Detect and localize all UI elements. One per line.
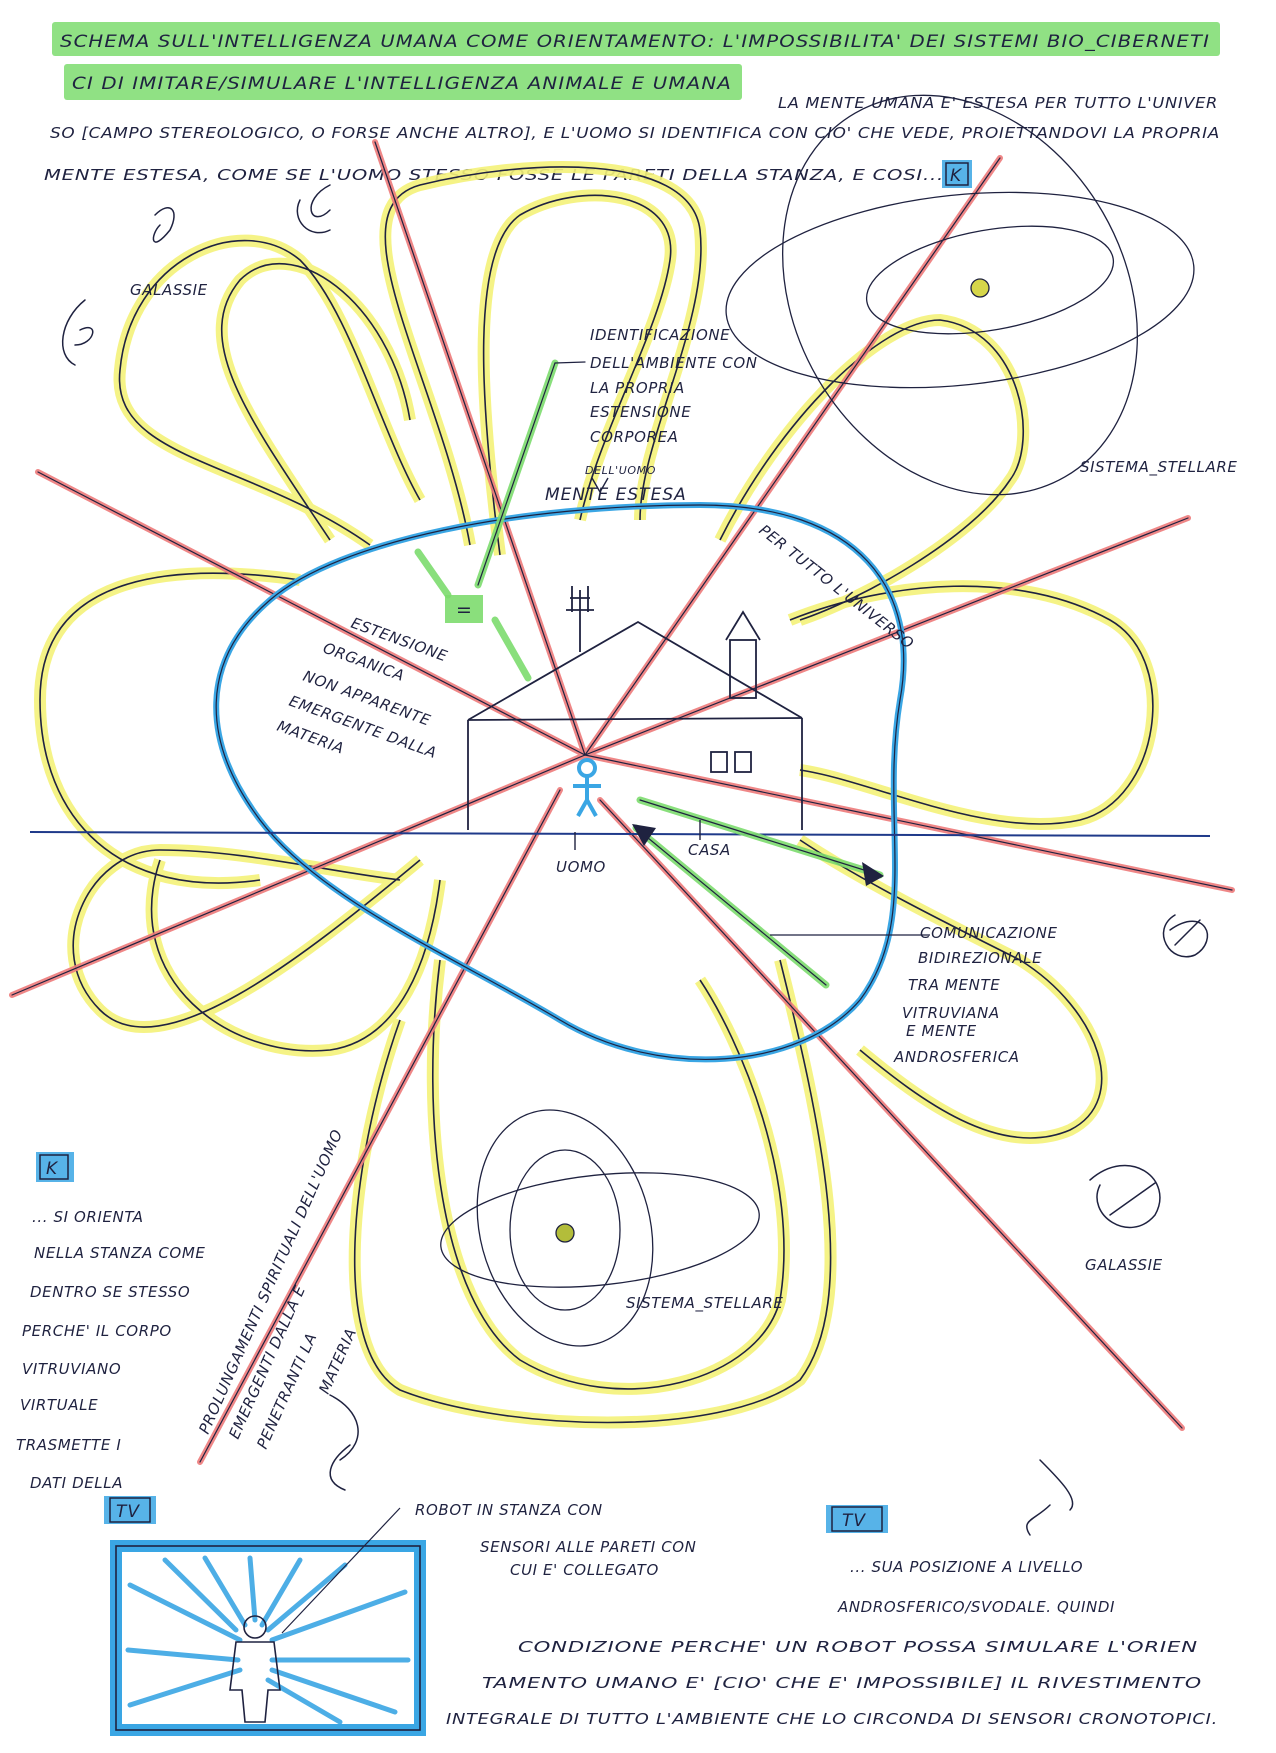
identification-label: IDENTIFICAZIONE DELL'AMBIENTE CON LA PRO…	[590, 326, 758, 446]
man-figure-icon	[573, 758, 601, 817]
robot-figure-icon	[229, 1615, 281, 1723]
svg-text:TRASMETTE I: TRASMETTE I	[16, 1436, 121, 1454]
svg-text:IDENTIFICAZIONE: IDENTIFICAZIONE	[590, 326, 730, 344]
title-line-1: SCHEMA SULL'INTELLIGENZA UMANA COME ORIE…	[60, 32, 1210, 52]
title-highlight-2	[64, 64, 742, 100]
svg-text:... SUA POSIZIONE A LIVELLO: ... SUA POSIZIONE A LIVELLO	[850, 1558, 1083, 1576]
svg-text:SENSORI ALLE PARETI CON: SENSORI ALLE PARETI CON	[480, 1538, 697, 1556]
marker-k-left-frame	[39, 1154, 69, 1180]
arrowhead-right	[862, 862, 884, 886]
svg-text:CUI E' COLLEGATO: CUI E' COLLEGATO	[510, 1561, 659, 1579]
svg-text:DELL'AMBIENTE CON: DELL'AMBIENTE CON	[590, 354, 758, 372]
mind-caret-2	[599, 477, 609, 493]
svg-text:CORPOREA: CORPOREA	[590, 428, 679, 446]
marker-k-top: K	[950, 166, 963, 186]
svg-text:PERCHE' IL CORPO: PERCHE' IL CORPO	[22, 1322, 172, 1340]
mind-caret	[591, 477, 601, 493]
svg-text:ESTENSIONE: ESTENSIONE	[590, 403, 691, 421]
svg-text:E MENTE: E MENTE	[906, 1022, 977, 1040]
svg-text:VIRTUALE: VIRTUALE	[20, 1396, 98, 1414]
svg-text:DENTRO SE STESSO: DENTRO SE STESSO	[30, 1283, 190, 1301]
uomo-label: UOMO	[556, 858, 606, 876]
equals-sign: =	[456, 599, 473, 621]
stellar-system-bottom	[440, 1109, 760, 1347]
marker-k-top-frame	[945, 162, 969, 186]
svg-text:MATERIA: MATERIA	[315, 1325, 360, 1396]
title-highlight-1	[52, 22, 1220, 56]
red-rays-ink	[11, 141, 1233, 1463]
casa-label: CASA	[688, 841, 731, 859]
intro-line-2: SO [CAMPO STEREOLOGICO, O FORSE ANCHE AL…	[50, 124, 1220, 142]
marker-tv-left: TV	[116, 1502, 140, 1522]
galassie-right-label: GALASSIE	[1085, 1256, 1163, 1274]
antenna-icon	[566, 586, 594, 652]
svg-text:BIDIREZIONALE: BIDIREZIONALE	[918, 949, 1042, 967]
svg-text:ANDROSFERICA: ANDROSFERICA	[893, 1048, 1020, 1066]
stellar-system-top	[725, 94, 1195, 496]
svg-text:TRA MENTE: TRA MENTE	[908, 976, 1000, 994]
title-line-2: CI DI IMITARE/SIMULARE L'INTELLIGENZA AN…	[72, 74, 732, 94]
mind-small-label: DELL'UOMO	[585, 464, 656, 477]
prolungamenti-label: PROLUNGAMENTI SPIRITUALI DELL'UOMO EMERG…	[195, 1127, 360, 1452]
marker-tv-bottom: TV	[842, 1511, 866, 1531]
marker-k-top-box	[942, 160, 972, 188]
sistema-top-label: SISTEMA_STELLARE	[1080, 458, 1237, 477]
communication-label: COMUNICAZIONE BIDIREZIONALE TRA MENTE VI…	[893, 924, 1058, 1066]
arrowhead-left	[632, 824, 656, 846]
green-lines-ink	[477, 361, 881, 986]
marker-k-left: K	[46, 1159, 59, 1179]
svg-text:LA PROPRIA: LA PROPRIA	[590, 379, 685, 397]
intro-line-1: LA MENTE UMANA E' ESTESA PER TUTTO L'UNI…	[778, 94, 1218, 112]
svg-text:TAMENTO UMANO E' [CIO' CHE E': TAMENTO UMANO E' [CIO' CHE E' IMPOSSIBIL…	[482, 1674, 1202, 1692]
marker-tv-bottom-frame	[831, 1506, 883, 1532]
svg-text:VITRUVIANO: VITRUVIANO	[22, 1360, 121, 1378]
svg-text:NELLA STANZA COME: NELLA STANZA COME	[34, 1244, 205, 1262]
marker-tv-bottom-box	[826, 1505, 888, 1533]
left-note: ... SI ORIENTA NELLA STANZA COME DENTRO …	[16, 1208, 205, 1492]
house	[467, 610, 803, 830]
robot-room-rays	[125, 1555, 411, 1725]
galaxy-icons	[61, 184, 1209, 1536]
robot-room	[115, 1545, 421, 1731]
organic-extension-label: ESTENSIONE ORGANICA NON APPARENTE EMERGE…	[275, 614, 450, 762]
mind-main-label: MENTE ESTESA	[545, 485, 687, 505]
yellow-petals-ink	[39, 166, 1154, 1424]
extended-mind-blob-ink	[215, 504, 905, 1060]
svg-text:INTEGRALE DI TUTTO L'AMBIENTE: INTEGRALE DI TUTTO L'AMBIENTE CHE LO CIR…	[446, 1710, 1218, 1728]
svg-text:CONDIZIONE PERCHE' UN ROBOT PO: CONDIZIONE PERCHE' UN ROBOT POSSA SIMULA…	[518, 1638, 1198, 1656]
svg-text:ANDROSFERICO/SVODALE. QUINDI: ANDROSFERICO/SVODALE. QUINDI	[837, 1598, 1115, 1616]
svg-text:VITRUVIANA: VITRUVIANA	[902, 1004, 1000, 1022]
marker-tv-left-box	[104, 1496, 156, 1524]
marker-tv-left-frame	[109, 1497, 151, 1523]
sistema-bottom-label: SISTEMA_STELLARE	[626, 1294, 783, 1313]
extended-mind-blob	[213, 501, 907, 1063]
svg-text:... SI ORIENTA: ... SI ORIENTA	[32, 1208, 144, 1226]
robot-label: ROBOT IN STANZA CON SENSORI ALLE PARETI …	[415, 1501, 697, 1579]
horizon-line	[29, 831, 1211, 837]
svg-text:COMUNICAZIONE: COMUNICAZIONE	[920, 924, 1058, 942]
equals-highlight	[445, 595, 483, 623]
galassie-top-label: GALASSIE	[130, 281, 208, 299]
bottom-note: ... SUA POSIZIONE A LIVELLO ANDROSFERICO…	[446, 1558, 1218, 1728]
svg-text:ROBOT IN STANZA CON: ROBOT IN STANZA CON	[415, 1501, 603, 1519]
svg-text:DATI DELLA: DATI DELLA	[30, 1474, 123, 1492]
robot-leader	[281, 1507, 401, 1634]
